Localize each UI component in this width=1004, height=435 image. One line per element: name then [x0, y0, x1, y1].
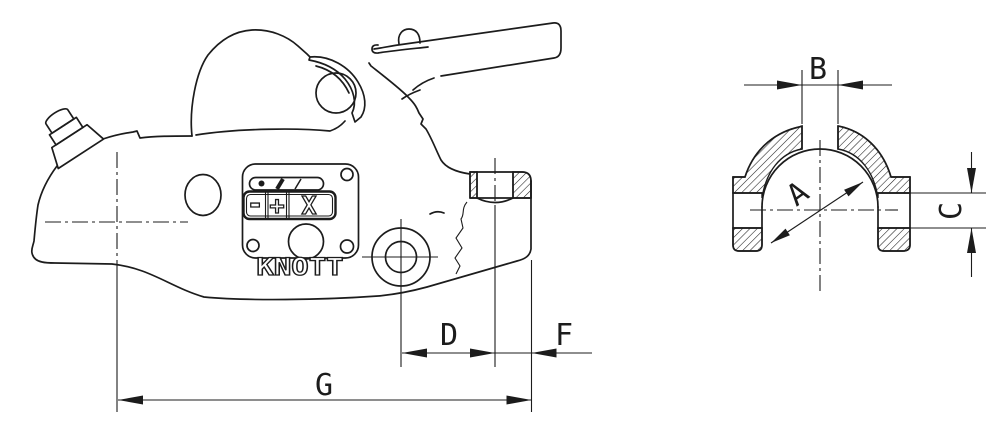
casting-mark: [429, 210, 445, 215]
indicator-dot-icon: [258, 180, 265, 187]
section-hatch-foot-left: [732, 227, 763, 252]
grease-cap: [44, 108, 105, 170]
dimension-g: G: [118, 368, 532, 405]
dome-base-line: [195, 120, 346, 136]
indicator-mark-icon: [294, 178, 302, 190]
section-outline: [732, 125, 911, 252]
dimension-d-f: D F: [402, 318, 592, 358]
wear-indicator-window: [248, 176, 325, 191]
plate-plus-symbol: +: [269, 191, 284, 220]
coupling-head-dome: [190, 29, 311, 137]
body-hole: [184, 173, 222, 217]
plate-screw-bottom-right: [339, 239, 355, 254]
label-plate: - + X: [241, 163, 360, 260]
dimension-b: B: [744, 52, 892, 124]
plate-minus-symbol: -: [247, 187, 264, 220]
coupling-side-view: - + X KNOTT D F G: [30, 22, 592, 412]
dim-label-b: B: [809, 52, 827, 87]
plate-x-symbol: X: [301, 191, 316, 220]
section-hatch-foot-right: [877, 227, 911, 252]
claw-inner-arc: [315, 65, 350, 94]
dimension-c: C: [907, 152, 986, 277]
indicator-needle-icon: [275, 177, 285, 191]
ball-socket-section-view: A B C: [732, 52, 986, 292]
dim-label-f: F: [555, 318, 573, 353]
coupling-handle: [371, 22, 562, 100]
knott-brand-text: KNOTT: [257, 253, 344, 281]
rear-outline: [368, 62, 471, 175]
pivot-circle: [315, 72, 357, 114]
body-top-edge: [102, 130, 193, 140]
handle-knob: [397, 28, 421, 45]
bolt-hole: [362, 219, 438, 367]
plate-screw-bottom-left: [246, 238, 260, 253]
dim-label-d: D: [440, 318, 458, 353]
dim-label-g: G: [315, 368, 333, 403]
tube-clamp-section: [469, 171, 532, 204]
handle-strip: [371, 44, 429, 54]
dim-label-a: A: [780, 175, 815, 214]
plate-screw-top-right: [340, 167, 354, 182]
break-line: [454, 201, 468, 275]
dim-label-c: C: [934, 202, 969, 220]
dimension-a: A: [770, 175, 864, 244]
locking-claw: [308, 56, 366, 123]
plate-center-hole: [287, 223, 325, 260]
body-outline: [30, 165, 532, 301]
